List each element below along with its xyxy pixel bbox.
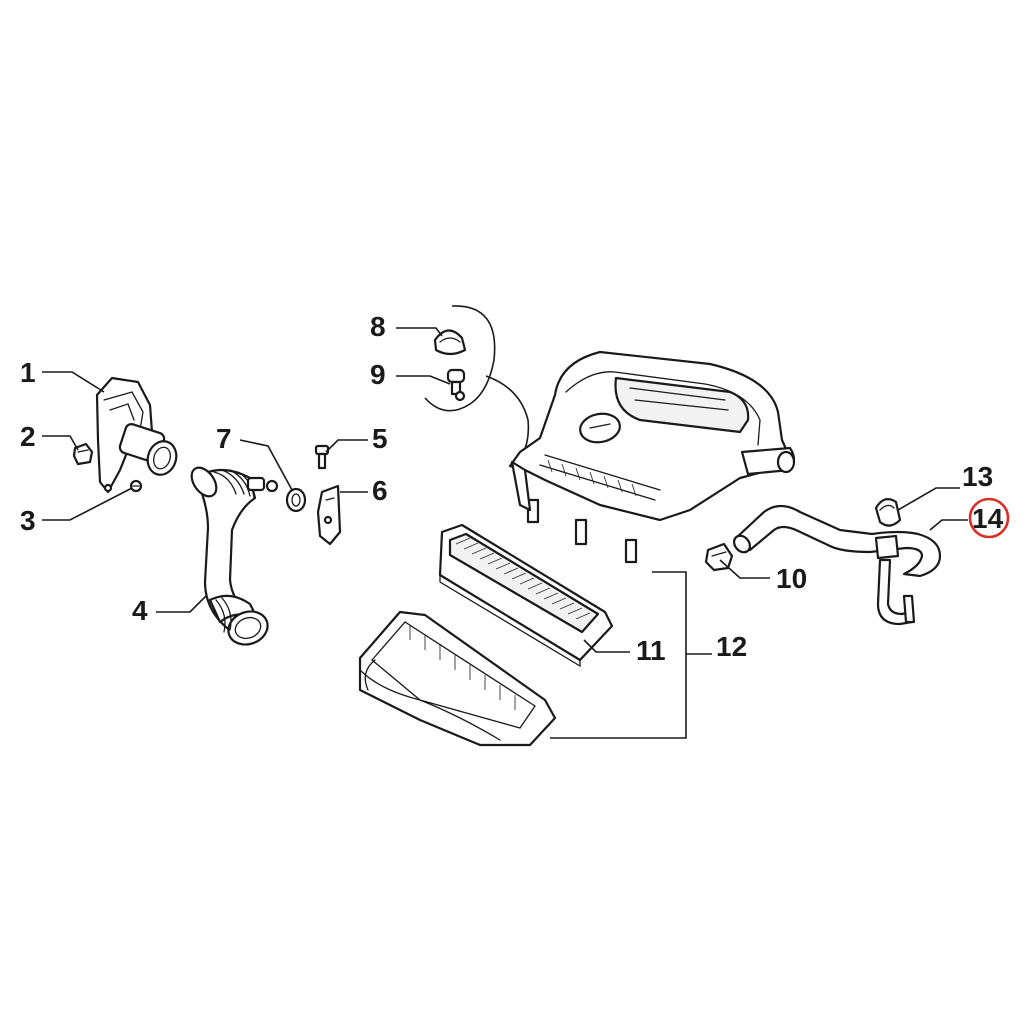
callout-14: 14 — [972, 503, 1004, 534]
part-14-breather-hose — [733, 504, 942, 626]
leader-1 — [42, 371, 105, 393]
callout-7: 7 — [216, 423, 232, 454]
part-9-fastener — [446, 368, 466, 402]
callout-6: 6 — [372, 475, 388, 506]
leader-2 — [42, 435, 79, 451]
part-7-grommet — [285, 487, 307, 513]
part-3-screw — [129, 479, 143, 493]
part-12-air-box-lid — [508, 350, 796, 564]
part-5-bolt — [314, 444, 330, 470]
callout-5: 5 — [372, 423, 388, 454]
part-2-clip-nut — [72, 442, 94, 466]
part-8-rubber-cap — [433, 329, 467, 356]
part-4-air-hose — [190, 466, 279, 646]
callout-labels: 1 2 3 4 5 6 7 8 9 10 11 12 13 14 — [20, 311, 1010, 666]
leader-lines — [42, 327, 968, 739]
part-12-air-box-lower — [358, 610, 557, 747]
callout-9: 9 — [370, 359, 386, 390]
leader-14 — [929, 519, 968, 531]
callout-3: 3 — [20, 505, 36, 536]
leader-7 — [239, 439, 293, 491]
part-13-hose-clamp — [874, 497, 902, 527]
leader-9 — [396, 375, 451, 385]
callout-13: 13 — [962, 461, 993, 492]
callout-2: 2 — [20, 421, 36, 452]
leader-5 — [325, 439, 368, 453]
callout-4: 4 — [132, 595, 148, 626]
part-11-air-filter — [438, 523, 614, 668]
callout-1: 1 — [20, 357, 36, 388]
leader-8 — [396, 327, 443, 337]
leader-11 — [583, 639, 630, 653]
callout-11: 11 — [636, 635, 666, 666]
leader-12 — [550, 571, 712, 739]
leader-10 — [719, 559, 770, 579]
part-6-bracket — [316, 484, 342, 546]
detail-loop — [424, 305, 496, 412]
part-10-plug — [704, 542, 734, 572]
callout-10: 10 — [776, 563, 807, 594]
leader-4 — [156, 595, 207, 613]
detail-connector — [485, 375, 530, 457]
callout-8: 8 — [370, 311, 386, 342]
callout-12: 12 — [716, 631, 747, 662]
leader-3 — [42, 487, 133, 521]
part-1-intake-bracket — [95, 376, 178, 494]
leader-13 — [897, 487, 960, 511]
callout-14-highlight-ring — [968, 497, 1010, 539]
